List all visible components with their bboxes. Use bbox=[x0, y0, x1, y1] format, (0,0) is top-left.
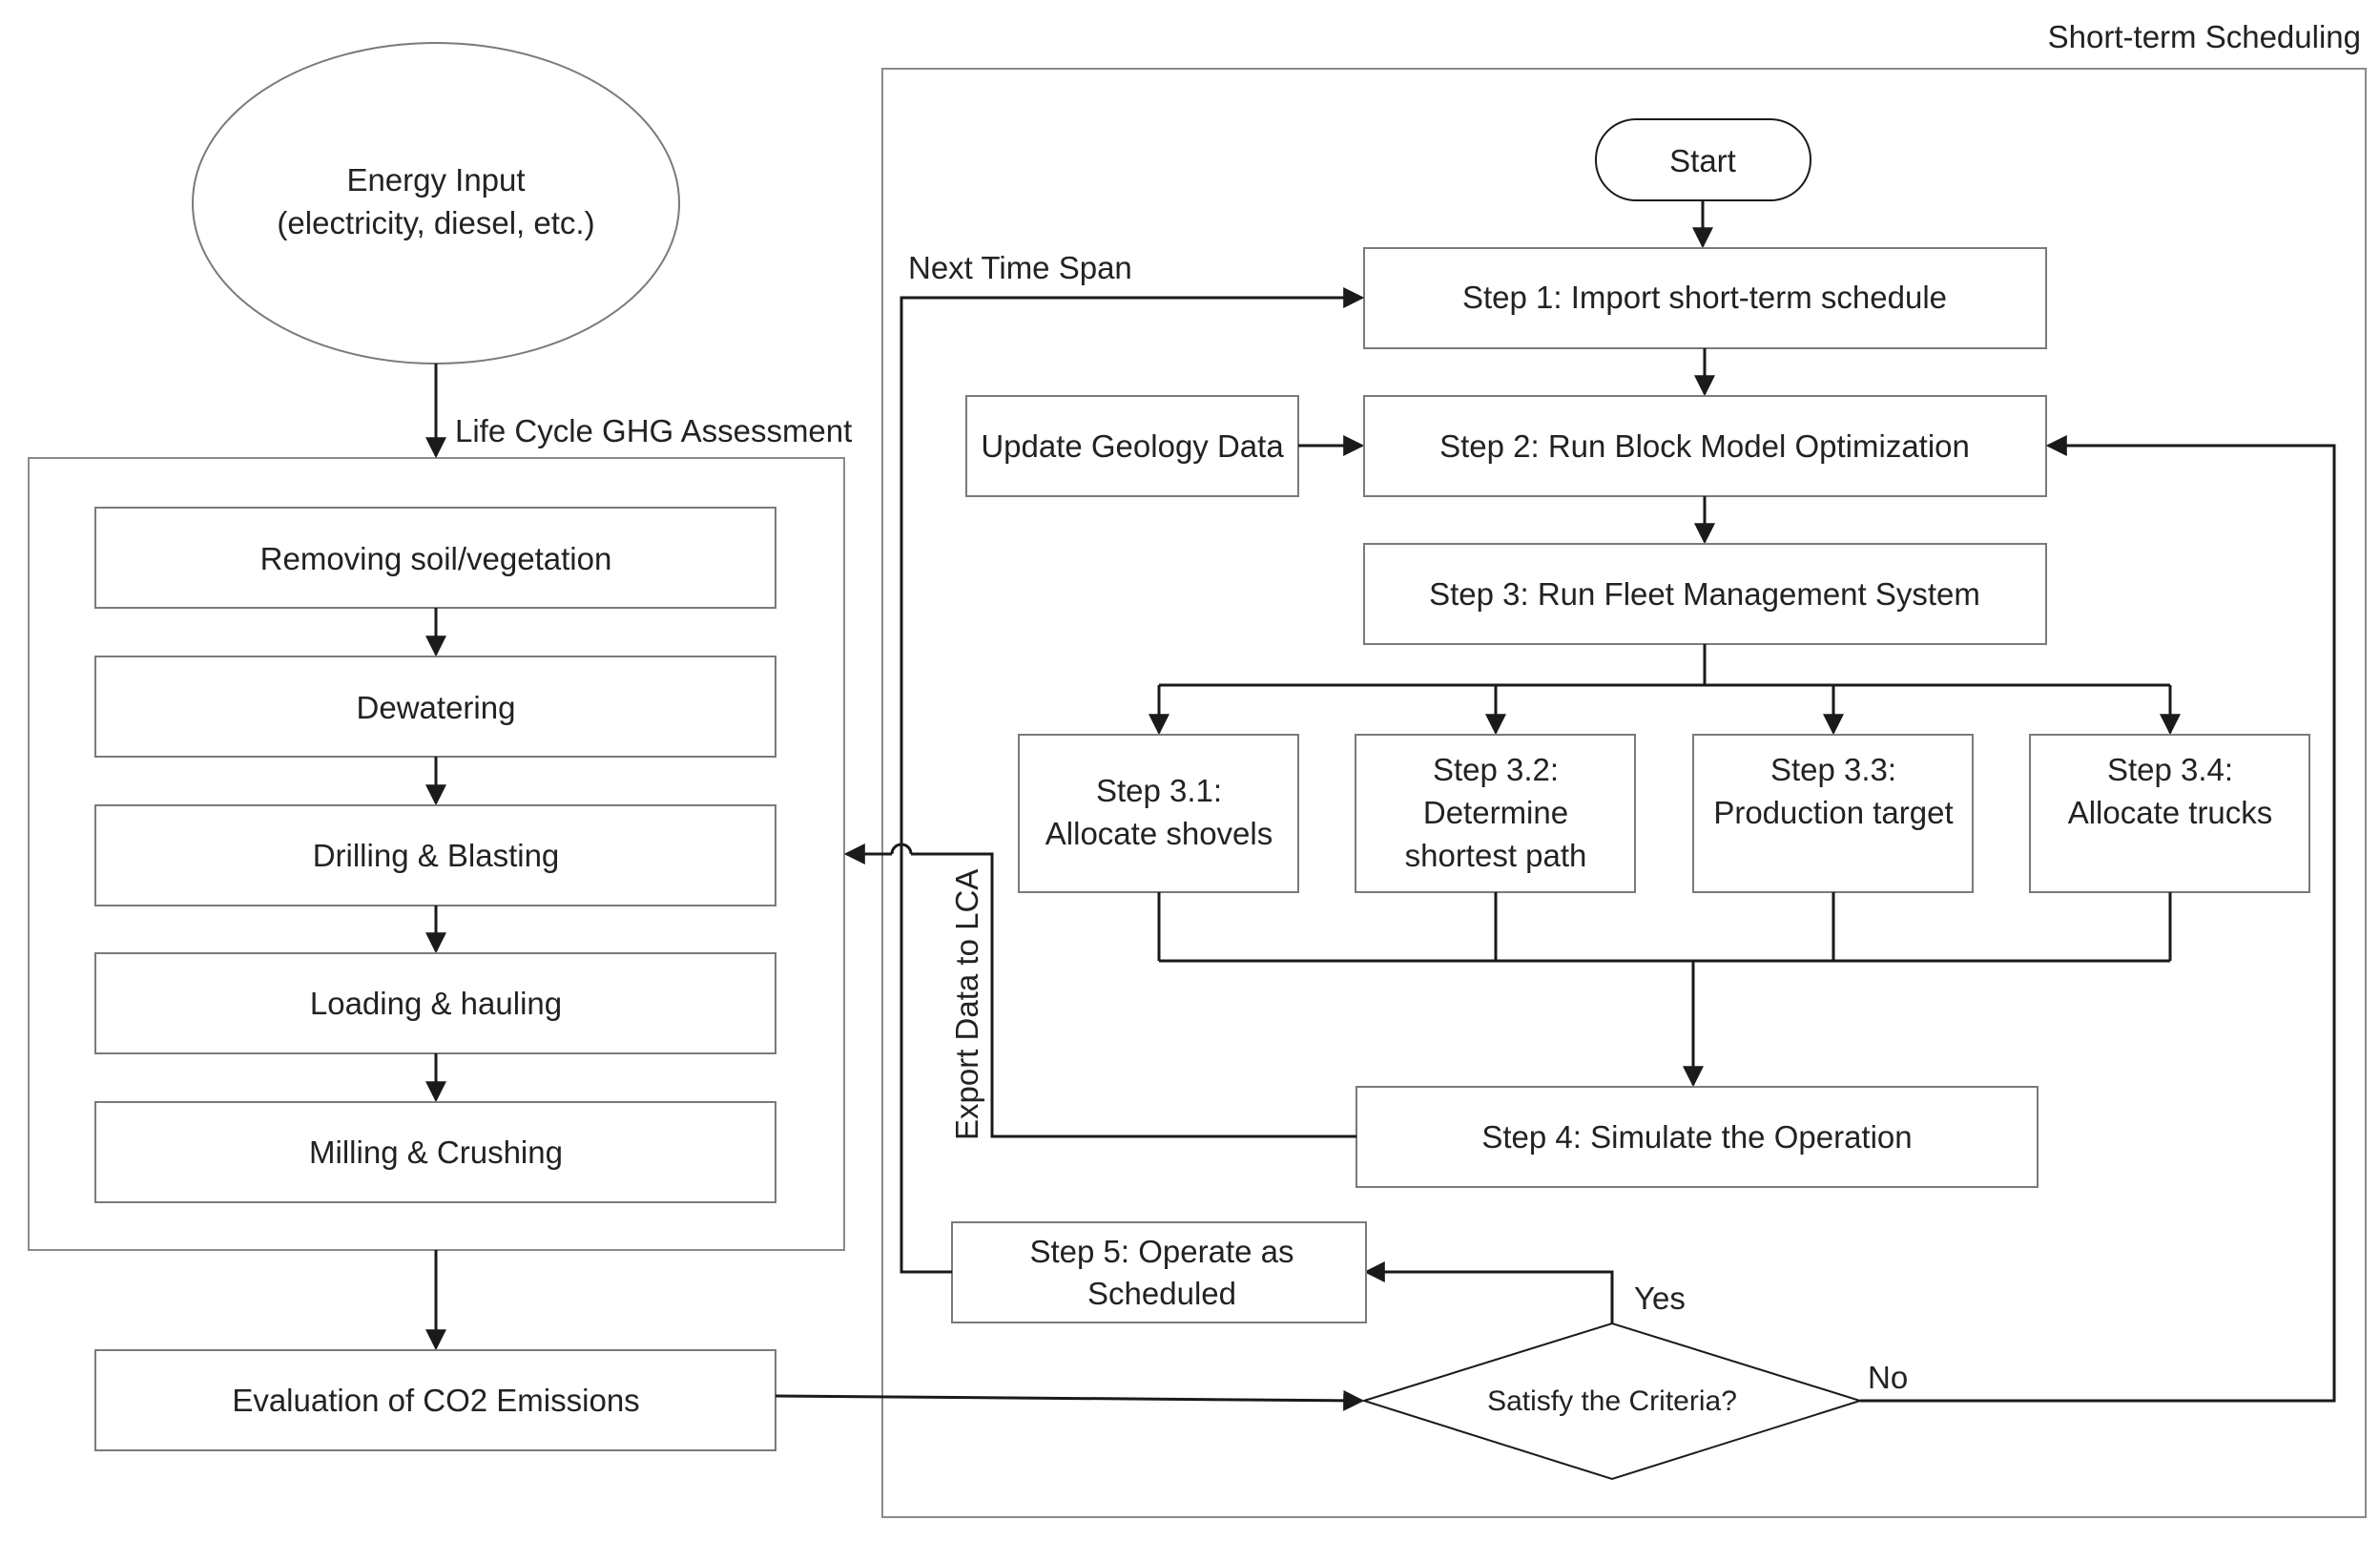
no-arrow bbox=[1860, 435, 2336, 1403]
evaluation-box bbox=[94, 1349, 776, 1451]
substep-line: Step 3.4: bbox=[2107, 752, 2233, 787]
substep-3-2-box bbox=[1355, 734, 1636, 893]
energy-input-ellipse bbox=[192, 42, 680, 364]
lca-step-box bbox=[94, 804, 776, 906]
substep-3-1-box bbox=[1018, 734, 1299, 893]
step1-box bbox=[1363, 247, 2047, 349]
substep-line: shortest path bbox=[1405, 838, 1587, 873]
evaluation-label: Evaluation of CO2 Emissions bbox=[232, 1383, 639, 1418]
substep-3-3-box bbox=[1692, 734, 1974, 893]
step4-box bbox=[1356, 1086, 2039, 1188]
short-term-scheduling-frame bbox=[881, 68, 2367, 1518]
update-geology-box bbox=[965, 395, 1299, 497]
step2-label: Step 2: Run Block Model Optimization bbox=[1439, 428, 1970, 464]
step5-line1: Step 5: Operate as bbox=[1029, 1234, 1293, 1269]
lca-step-label: Dewatering bbox=[357, 690, 516, 725]
lca-step-box bbox=[94, 952, 776, 1054]
yes-arrow bbox=[1363, 1261, 1614, 1323]
step3-box bbox=[1363, 543, 2047, 645]
lca-step-label: Loading & hauling bbox=[310, 986, 562, 1021]
lca-step-box bbox=[94, 1101, 776, 1203]
lca-step-label: Milling & Crushing bbox=[309, 1135, 563, 1170]
substep-3-4-box bbox=[2029, 734, 2310, 893]
substep-line: Step 3.3: bbox=[1770, 752, 1896, 787]
substep-line: Step 3.2: bbox=[1433, 752, 1559, 787]
lca-step-label: Removing soil/vegetation bbox=[260, 541, 612, 576]
substep-line: Allocate shovels bbox=[1045, 816, 1273, 851]
substep-line: Allocate trucks bbox=[2068, 795, 2273, 830]
evaluation-to-decision-arrow bbox=[775, 1389, 1365, 1411]
next-time-span-label: Next Time Span bbox=[908, 250, 1132, 285]
substep-line: Production target bbox=[1713, 795, 1953, 830]
step4-label: Step 4: Simulate the Operation bbox=[1481, 1119, 1912, 1155]
step1-label: Step 1: Import short-term schedule bbox=[1462, 280, 1947, 315]
export-connector bbox=[911, 852, 1356, 1138]
start-label: Start bbox=[1669, 143, 1736, 178]
step3-label: Step 3: Run Fleet Management System bbox=[1429, 576, 1980, 612]
step5-box bbox=[951, 1221, 1367, 1323]
substep-line: Determine bbox=[1423, 795, 1568, 830]
export-label: Export Data to LCA bbox=[949, 869, 984, 1140]
lca-step-label: Drilling & Blasting bbox=[313, 838, 560, 873]
energy-input-line2: (electricity, diesel, etc.) bbox=[277, 205, 594, 240]
next-time-span-arrow bbox=[900, 287, 1365, 1274]
frame-title: Short-term Scheduling bbox=[2048, 19, 2361, 54]
step5-line2: Scheduled bbox=[1087, 1276, 1236, 1311]
yes-label: Yes bbox=[1634, 1281, 1686, 1316]
lca-step-box bbox=[94, 507, 776, 609]
no-label: No bbox=[1868, 1360, 1908, 1395]
substep-line: Step 3.1: bbox=[1096, 773, 1222, 808]
lca-label: Life Cycle GHG Assessment bbox=[455, 413, 852, 448]
energy-input-line1: Energy Input bbox=[346, 162, 525, 198]
update-geology-label: Update Geology Data bbox=[981, 428, 1284, 464]
step2-box bbox=[1363, 395, 2047, 497]
lca-step-box bbox=[94, 656, 776, 758]
decision-label: Satisfy the Criteria? bbox=[1487, 1385, 1737, 1417]
